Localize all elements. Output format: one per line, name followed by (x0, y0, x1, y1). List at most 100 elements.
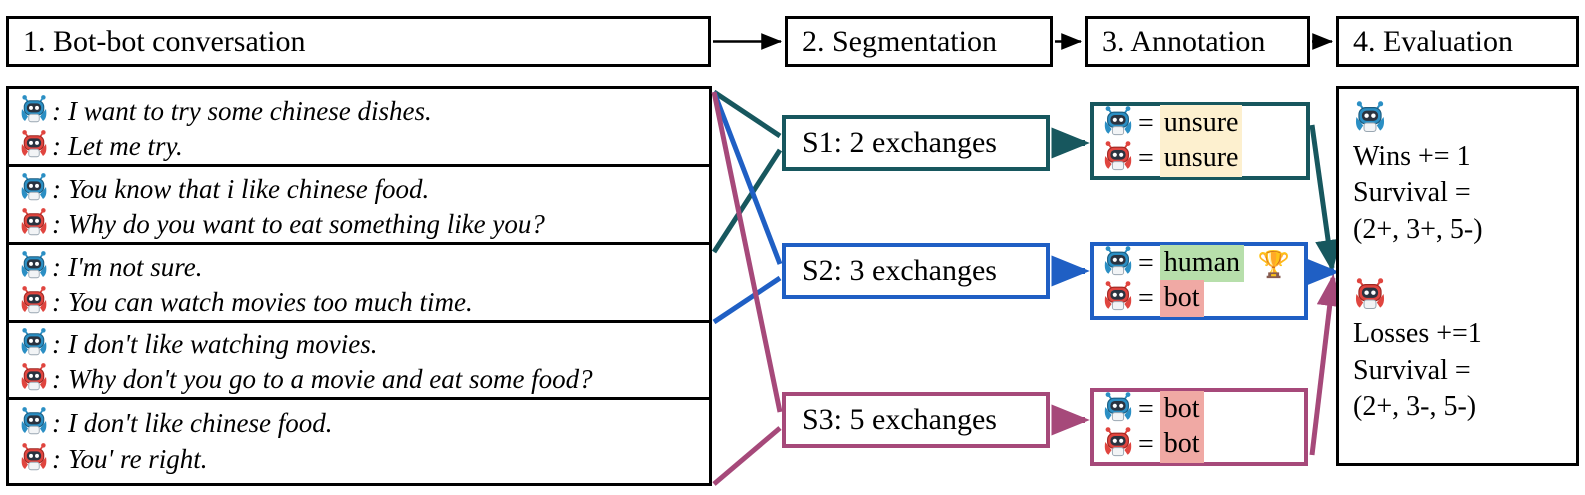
exchange-row: : I don't like watching movies. (9, 327, 709, 401)
utterance-blue: : I don't like watching movies. (19, 327, 709, 362)
utterance-text: I don't like chinese food. (68, 408, 333, 438)
annotation-value-blue: human (1159, 245, 1245, 282)
red-bot-icon (19, 129, 49, 164)
exchange-row: : I want to try some chinese dishes. (9, 94, 709, 167)
losses-line: Losses +=1 (1353, 318, 1482, 350)
pipeline-step-2-label: 2. Segmentation (802, 24, 997, 58)
annotation-value-blue: bot (1159, 391, 1204, 428)
blue-bot-icon (1102, 105, 1134, 142)
conversation-transcript: : I want to try some chinese dishes. (6, 86, 712, 486)
red-bot-icon (1353, 277, 1387, 316)
equals-sign: = (1138, 428, 1154, 460)
exchange-row: : I don't like chinese food. (9, 405, 709, 478)
evaluation-spacer (1353, 248, 1576, 276)
equals-sign: = (1138, 107, 1154, 139)
utterance-red: : Why do you want to eat something like … (19, 207, 709, 242)
wins-line: Wins += 1 (1353, 141, 1471, 172)
speaker-separator: : (52, 96, 61, 126)
blue-bot-icon (1102, 391, 1134, 428)
speaker-separator: : (52, 286, 61, 317)
annotation-value-blue: unsure (1159, 105, 1243, 142)
utterance-blue: : I don't like chinese food. (19, 406, 709, 442)
segment-box-s3[interactable]: S3: 5 exchanges (782, 392, 1050, 448)
win-survival-label: Survival = (1353, 177, 1471, 209)
annotation-value-red: bot (1159, 280, 1204, 317)
segment-s1-label: S1: 2 exchanges (802, 126, 997, 159)
speaker-separator: : (52, 131, 61, 161)
utterance-text: You know that i like chinese food. (68, 173, 430, 204)
annotation-value-red: unsure (1159, 140, 1243, 177)
speaker-separator: : (52, 364, 61, 395)
red-bot-icon (19, 442, 49, 477)
speaker-separator: : (52, 173, 61, 204)
utterance-text: You can watch movies too much time. (68, 286, 473, 317)
annotation-value-red: bot (1159, 426, 1204, 463)
blue-bot-icon (19, 94, 49, 129)
pipeline-step-1-label: 1. Bot-bot conversation (23, 24, 306, 58)
annotation-row-blue: = unsure (1102, 105, 1306, 142)
pipeline-step-3-label: 3. Annotation (1102, 24, 1266, 58)
annotation-box-s2[interactable]: = human 🏆 = bot (1090, 242, 1308, 320)
blue-bot-icon (19, 250, 49, 285)
speaker-separator: : (52, 251, 61, 282)
exchange-row: : You know that i like chinese food. (9, 172, 709, 245)
pipeline-step-4-label: 4. Evaluation (1353, 24, 1513, 58)
evaluation-panel: Wins += 1 Survival = (2+, 3+, 5-) (1336, 86, 1579, 466)
pipeline-step-2-segmentation: 2. Segmentation (785, 16, 1053, 67)
annotation-box-s1[interactable]: = unsure = unsure (1090, 102, 1310, 180)
equals-sign: = (1138, 247, 1154, 279)
pipeline-step-4-evaluation: 4. Evaluation (1336, 16, 1579, 67)
utterance-red: : You can watch movies too much time. (19, 285, 709, 320)
evaluation-loss-block: Losses +=1 Survival = (2+, 3-, 5-) (1353, 276, 1576, 425)
annotation-row-red: = unsure (1102, 140, 1306, 177)
exchange-row: : I'm not sure. : (9, 250, 709, 323)
red-bot-icon (1102, 280, 1134, 317)
blue-bot-icon (19, 327, 49, 362)
segment-box-s1[interactable]: S1: 2 exchanges (782, 115, 1050, 171)
evaluation-win-block: Wins += 1 Survival = (2+, 3+, 5-) (1353, 99, 1576, 248)
equals-sign: = (1138, 393, 1154, 425)
red-bot-icon (1102, 426, 1134, 463)
utterance-red: : Why don't you go to a movie and eat so… (19, 362, 709, 397)
red-bot-icon (1102, 140, 1134, 177)
blue-bot-icon (19, 406, 49, 441)
blue-bot-icon-row (1353, 99, 1576, 139)
annotation-box-s3[interactable]: = bot = bot (1090, 388, 1308, 466)
utterance-text: I want to try some chinese dishes. (68, 96, 432, 126)
annotation-row-red: = bot (1102, 426, 1304, 463)
speaker-separator: : (52, 408, 61, 438)
red-bot-icon (19, 362, 49, 397)
segment-s2-label: S2: 3 exchanges (802, 254, 997, 287)
blue-bot-icon (1353, 100, 1387, 139)
annotation-row-blue: = human 🏆 (1102, 245, 1304, 282)
utterance-red: : Let me try. (19, 129, 709, 164)
speaker-separator: : (52, 444, 61, 474)
red-bot-icon-row (1353, 276, 1576, 316)
annotation-row-red: = bot (1102, 280, 1304, 317)
pipeline-step-3-annotation: 3. Annotation (1085, 16, 1310, 67)
utterance-blue: : I'm not sure. (19, 250, 709, 285)
red-bot-icon (19, 207, 49, 242)
utterance-blue: : You know that i like chinese food. (19, 172, 709, 207)
segment-box-s2[interactable]: S2: 3 exchanges (782, 243, 1050, 299)
blue-bot-icon (1102, 245, 1134, 282)
trophy-icon: 🏆 (1257, 250, 1290, 279)
utterance-text: Let me try. (68, 131, 183, 161)
loss-survival-label: Survival = (1353, 354, 1471, 386)
utterance-red: : You' re right. (19, 442, 709, 478)
red-bot-icon (19, 285, 49, 320)
utterance-blue: : I want to try some chinese dishes. (19, 94, 709, 129)
loss-survival-values: (2+, 3-, 5-) (1353, 390, 1477, 422)
utterance-text: Why do you want to eat something like yo… (68, 208, 545, 239)
utterance-text: I'm not sure. (68, 251, 203, 282)
speaker-separator: : (52, 208, 61, 239)
utterance-text: You' re right. (68, 444, 208, 474)
utterance-text: Why don't you go to a movie and eat some… (68, 364, 593, 395)
utterance-text: I don't like watching movies. (68, 329, 378, 360)
pipeline-step-1-bot-bot-conversation: 1. Bot-bot conversation (6, 16, 711, 67)
equals-sign: = (1138, 282, 1154, 314)
blue-bot-icon (19, 172, 49, 207)
annotation-row-blue: = bot (1102, 391, 1304, 428)
speaker-separator: : (52, 329, 61, 360)
